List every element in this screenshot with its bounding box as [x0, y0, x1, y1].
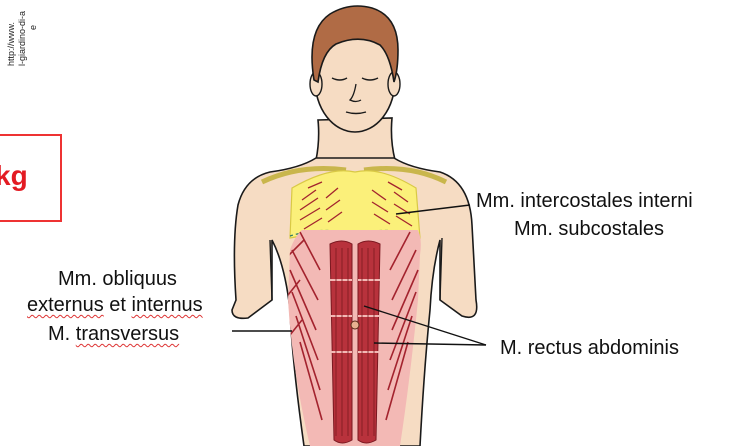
- label-transversus-text: transversus: [76, 323, 179, 345]
- navel: [351, 321, 359, 329]
- label-rectus-abdominis: M. rectus abdominis: [500, 336, 679, 360]
- label-transversus-prefix: M.: [48, 323, 70, 345]
- label-internus: internus: [132, 294, 203, 316]
- label-obliquus-line-1-text: Mm. obliquus: [58, 268, 177, 290]
- label-transversus: M. transversus: [48, 322, 179, 346]
- label-obliquus-line-2: externus et internus: [27, 293, 203, 317]
- label-obliquus-line-1: Mm. obliquus: [58, 267, 177, 291]
- label-et: et: [109, 294, 126, 316]
- label-intercostales: Mm. intercostales interni: [476, 189, 693, 213]
- label-subcostales: Mm. subcostales: [514, 217, 664, 241]
- label-externus: externus: [27, 294, 104, 316]
